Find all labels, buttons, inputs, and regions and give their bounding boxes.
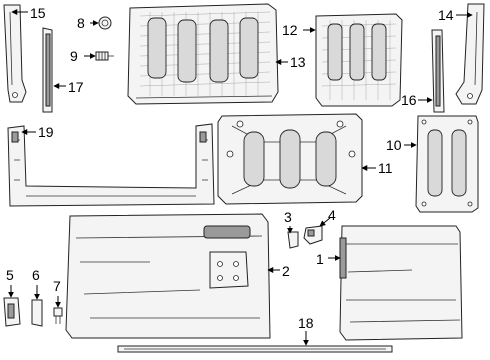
- callout-label-6: 6: [32, 267, 40, 283]
- callout-label-1: 1: [316, 251, 324, 267]
- part-17-left-trim-strip[interactable]: [42, 27, 53, 113]
- part-13-bed-panel[interactable]: [127, 3, 279, 105]
- callout-7: 7: [53, 278, 61, 308]
- part-10-small-panel[interactable]: [415, 115, 479, 213]
- callout-label-2: 2: [282, 263, 290, 279]
- callout-label-11: 11: [378, 160, 393, 176]
- callout-12: 12: [282, 22, 316, 38]
- callout-19: 19: [21, 124, 54, 140]
- callout-4: 4: [319, 207, 336, 227]
- part-16-right-trim-strip[interactable]: [431, 29, 445, 113]
- part-14-right-side-panel[interactable]: [455, 3, 485, 105]
- part-2-tailgate[interactable]: [65, 213, 271, 339]
- part-19-front-frame[interactable]: [7, 123, 215, 207]
- callout-label-18: 18: [298, 315, 314, 331]
- part-5-hinge[interactable]: [3, 297, 21, 327]
- callout-label-4: 4: [328, 207, 336, 223]
- callout-3: 3: [284, 209, 293, 234]
- callout-16: 16: [401, 92, 433, 108]
- callout-18: 18: [298, 315, 314, 346]
- callout-15: 15: [11, 5, 46, 21]
- callout-label-12: 12: [282, 22, 298, 38]
- part-8-plug[interactable]: [98, 16, 112, 30]
- callout-label-16: 16: [401, 92, 417, 108]
- part-3-bracket[interactable]: [287, 231, 299, 249]
- part-1-tailgate-outer-panel[interactable]: [339, 225, 463, 341]
- callout-label-10: 10: [386, 137, 402, 153]
- callout-label-14: 14: [438, 7, 454, 23]
- part-12-bed-panel-right[interactable]: [315, 13, 403, 107]
- callout-2: 2: [267, 263, 290, 279]
- callout-6: 6: [32, 267, 40, 300]
- part-4-bracket[interactable]: [303, 225, 323, 245]
- part-9-fastener[interactable]: [95, 51, 114, 61]
- callout-8: 8: [77, 15, 99, 31]
- callout-11: 11: [361, 160, 393, 176]
- callout-label-7: 7: [53, 278, 61, 294]
- part-15-left-side-panel[interactable]: [3, 4, 27, 103]
- callout-1: 1: [316, 251, 341, 267]
- callout-label-3: 3: [284, 209, 292, 225]
- callout-label-8: 8: [77, 15, 85, 31]
- callout-label-15: 15: [30, 5, 46, 21]
- callout-14: 14: [438, 7, 473, 23]
- part-6-hinge[interactable]: [31, 299, 43, 327]
- callout-17: 17: [53, 79, 84, 95]
- callout-label-5: 5: [6, 267, 14, 283]
- callout-9: 9: [70, 48, 96, 64]
- part-18-seal-strip[interactable]: [117, 345, 393, 353]
- part-7-pin[interactable]: [53, 307, 63, 324]
- callout-5: 5: [6, 267, 14, 298]
- callout-label-13: 13: [290, 54, 306, 70]
- callout-label-17: 17: [68, 79, 84, 95]
- callout-13: 13: [275, 54, 306, 70]
- callout-10: 10: [386, 137, 417, 153]
- callout-label-9: 9: [70, 48, 78, 64]
- callout-label-19: 19: [38, 124, 54, 140]
- part-11-floor-plate[interactable]: [217, 113, 363, 205]
